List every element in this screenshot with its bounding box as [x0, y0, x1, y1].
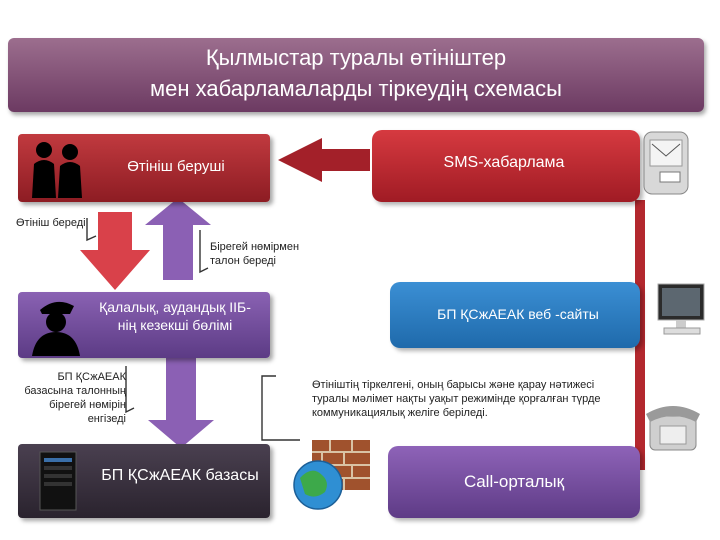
- website-box: [390, 282, 640, 348]
- sms-box: [372, 130, 640, 202]
- arrow-to-database: [148, 358, 214, 448]
- people-silhouette-icon: [32, 142, 82, 198]
- police-unit-label: Қалалық, аудандық ІІБ-нің кезекші бөлімі: [99, 299, 251, 333]
- arrow-submits-down: [80, 212, 150, 290]
- mobile-phone-sms-icon: [643, 131, 689, 195]
- note-submits: Өтініш береді: [16, 217, 86, 229]
- note-info: Өтініштің тіркелгені, оның барысы және қ…: [312, 379, 601, 419]
- computer-monitor-icon: [657, 283, 705, 335]
- arrow-talon-up: [145, 198, 211, 280]
- website-label: БП ҚСжАЕАК веб -сайты: [437, 306, 599, 322]
- title-banner: [8, 38, 704, 112]
- call-center-label: Call-орталық: [463, 472, 565, 491]
- note-enter-number: БП ҚСжАЕАК базасына талонның бірегей нөм…: [24, 371, 126, 425]
- sms-label: SMS-хабарлама: [443, 154, 565, 171]
- officer-silhouette-icon: [32, 301, 80, 356]
- note-talon: Бірегей нөмірмен талон береді: [210, 241, 300, 267]
- globe-icon: [293, 460, 343, 510]
- server-icon: [39, 451, 77, 511]
- database-label: БП ҚСжАЕАК базасы: [101, 467, 259, 484]
- title-line-1: Қылмыстар туралы өтініштер: [205, 45, 507, 70]
- title-line-2: мен хабарламаларды тіркеудің схемасы: [150, 76, 562, 101]
- call-center-box: [388, 446, 640, 518]
- arrow-sms-to-applicant: [278, 138, 370, 182]
- applicant-label: Өтініш беруші: [127, 158, 225, 175]
- desk-telephone-icon: [646, 406, 700, 451]
